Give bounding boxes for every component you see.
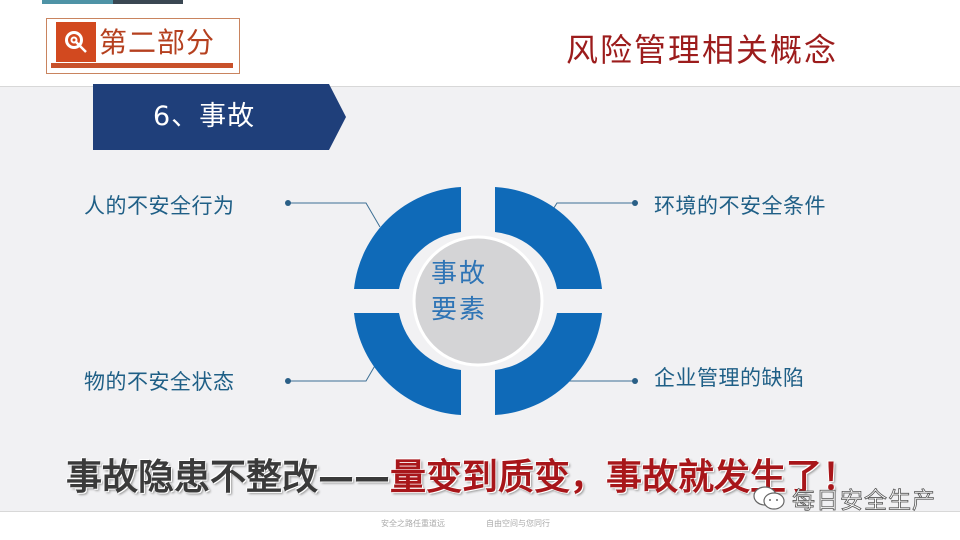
page-title: 风险管理相关概念 [566,31,839,69]
factor-management-defects: 企业管理的缺陷 [654,366,805,390]
accent-segment-dark [113,0,183,4]
accent-segment-teal [42,0,113,4]
factor-environment-conditions: 环境的不安全条件 [654,194,826,218]
center-label: 事故 要素 [400,256,518,328]
target-icon [56,22,96,62]
watermark-text: 每日安全生产 [792,488,936,515]
section-underline [51,63,233,68]
center-label-line1: 事故 [430,259,487,289]
footer: 安全之路任重道远 自由空间与您同行 [0,512,960,540]
factor-object-state: 物的不安全状态 [84,370,235,394]
footer-left-text: 安全之路任重道远 [381,519,445,528]
watermark: 每日安全生产 [752,481,936,515]
factor-human-behavior: 人的不安全行为 [84,194,235,218]
center-circle [412,235,544,367]
segment-bottom-right [495,313,602,415]
accident-elements-ring [354,187,602,415]
wechat-icon [753,486,785,510]
slogan-part2: 量变到质变，事故就发生了！ [390,457,859,498]
segment-bottom-left [354,313,461,415]
banner-arrow-shape [93,84,346,150]
center-label-line2: 要素 [430,295,487,325]
slogan-part1: 事故隐患不整改—— [66,457,391,498]
segment-top-left [354,187,461,289]
topic-banner: 6、事故 [93,84,346,150]
banner-title: 6、事故 [153,101,256,132]
section-label: 第二部分 [99,26,216,59]
segment-top-right [495,187,602,289]
top-accent-bar [42,0,183,4]
section-badge: 第二部分 [46,18,240,74]
slogan: 事故隐患不整改——量变到质变，事故就发生了！ [66,448,858,500]
footer-right-text: 自由空间与您同行 [486,519,550,528]
